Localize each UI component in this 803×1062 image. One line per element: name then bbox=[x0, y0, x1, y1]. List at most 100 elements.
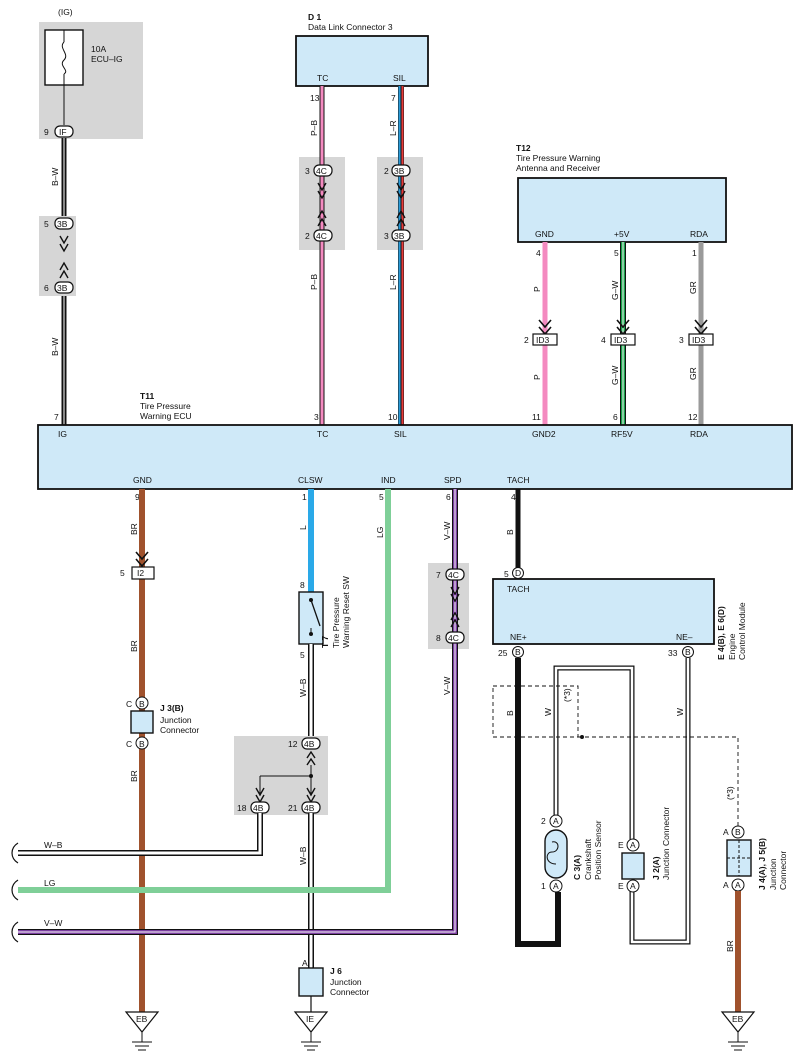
svg-text:25: 25 bbox=[498, 648, 508, 658]
svg-text:C: C bbox=[126, 699, 132, 709]
svg-text:5: 5 bbox=[379, 492, 384, 502]
svg-text:NE–: NE– bbox=[676, 632, 693, 642]
svg-text:Junction: Junction bbox=[160, 715, 192, 725]
svg-text:Control Module: Control Module bbox=[737, 602, 747, 660]
svg-text:6: 6 bbox=[613, 412, 618, 422]
svg-text:E 4(B), E 6(D): E 4(B), E 6(D) bbox=[716, 606, 726, 660]
svg-text:4C: 4C bbox=[316, 166, 327, 176]
svg-text:8: 8 bbox=[300, 580, 305, 590]
svg-text:B: B bbox=[505, 529, 515, 535]
svg-text:E: E bbox=[618, 881, 624, 891]
svg-text:IND: IND bbox=[381, 475, 396, 485]
svg-text:21: 21 bbox=[288, 803, 298, 813]
svg-text:Position Sensor: Position Sensor bbox=[593, 820, 603, 880]
gnd-wire: BR BR BR I2 5 bbox=[120, 489, 155, 1012]
svg-text:C 3(A): C 3(A) bbox=[572, 855, 582, 880]
svg-text:3: 3 bbox=[314, 412, 319, 422]
svg-text:9: 9 bbox=[135, 492, 140, 502]
svg-text:BR: BR bbox=[129, 770, 139, 782]
svg-text:12: 12 bbox=[288, 739, 298, 749]
svg-text:6: 6 bbox=[44, 283, 49, 293]
svg-text:ECU–IG: ECU–IG bbox=[91, 54, 123, 64]
svg-text:12: 12 bbox=[688, 412, 698, 422]
svg-text:GR: GR bbox=[688, 367, 698, 380]
svg-text:A: A bbox=[723, 880, 729, 890]
svg-text:RDA: RDA bbox=[690, 429, 708, 439]
svg-text:Antenna and Receiver: Antenna and Receiver bbox=[516, 163, 600, 173]
svg-text:4: 4 bbox=[536, 248, 541, 258]
svg-text:4C: 4C bbox=[448, 570, 459, 580]
tc-wire: P–B P–B 4C 3 4C 2 bbox=[299, 86, 345, 425]
svg-text:B: B bbox=[139, 699, 145, 709]
svg-text:6: 6 bbox=[446, 492, 451, 502]
ground-eb-left: EB bbox=[124, 1011, 160, 1051]
svg-text:11: 11 bbox=[532, 412, 541, 422]
svg-text:4B: 4B bbox=[304, 739, 315, 749]
svg-text:C: C bbox=[126, 739, 132, 749]
svg-text:B: B bbox=[685, 647, 691, 657]
svg-text:D 1: D 1 bbox=[308, 12, 322, 22]
ne-minus-wire: W W bbox=[543, 658, 691, 945]
svg-text:W: W bbox=[675, 708, 685, 716]
c3-crankshaft-sensor: A 2 A 1 C 3(A) Crankshaft Position Senso… bbox=[541, 814, 603, 893]
svg-text:4C: 4C bbox=[316, 231, 327, 241]
svg-text:ID3: ID3 bbox=[692, 335, 706, 345]
svg-text:NE+: NE+ bbox=[510, 632, 527, 642]
svg-text:TACH: TACH bbox=[507, 475, 530, 485]
id3-connectors: ID3 2 ID3 4 ID3 3 bbox=[524, 319, 714, 346]
svg-text:10: 10 bbox=[388, 412, 398, 422]
svg-text:A: A bbox=[630, 881, 636, 891]
svg-text:Tire Pressure: Tire Pressure bbox=[331, 597, 341, 648]
ind-wire: LG LG bbox=[18, 489, 391, 893]
svg-text:IG: IG bbox=[58, 429, 67, 439]
svg-text:Warning ECU: Warning ECU bbox=[140, 411, 192, 421]
svg-text:Connector: Connector bbox=[778, 851, 788, 890]
svg-text:5: 5 bbox=[44, 219, 49, 229]
svg-text:A: A bbox=[723, 827, 729, 837]
svg-text:CLSW: CLSW bbox=[298, 475, 323, 485]
svg-text:Warning Reset SW: Warning Reset SW bbox=[341, 576, 351, 648]
svg-text:2: 2 bbox=[541, 816, 546, 826]
svg-text:B–W: B–W bbox=[50, 168, 60, 186]
svg-text:E: E bbox=[618, 840, 624, 850]
svg-text:3: 3 bbox=[384, 231, 389, 241]
svg-text:A: A bbox=[553, 881, 559, 891]
svg-text:EB: EB bbox=[732, 1014, 744, 1024]
svg-text:RDA: RDA bbox=[690, 229, 708, 239]
clsw-wire: L 8 5 T 7 Tire Pressure Warning Reset SW… bbox=[298, 489, 351, 738]
svg-text:2: 2 bbox=[305, 231, 310, 241]
svg-text:W–B: W–B bbox=[298, 846, 308, 865]
svg-text:5: 5 bbox=[504, 569, 509, 579]
svg-text:P–B: P–B bbox=[309, 120, 319, 136]
svg-text:33: 33 bbox=[668, 648, 678, 658]
svg-text:8: 8 bbox=[436, 633, 441, 643]
ground-eb-right: EB bbox=[720, 1011, 756, 1051]
svg-text:3B: 3B bbox=[57, 283, 68, 293]
svg-text:Junction: Junction bbox=[330, 977, 362, 987]
j6-junction-connector: A J 6 Junction Connector IE bbox=[293, 958, 369, 1051]
svg-text:LG: LG bbox=[375, 527, 385, 538]
svg-text:W: W bbox=[543, 708, 553, 716]
svg-text:3: 3 bbox=[305, 166, 310, 176]
svg-text:P–B: P–B bbox=[309, 274, 319, 290]
svg-text:18: 18 bbox=[237, 803, 247, 813]
ecm-box: TACH NE+ NE– E 4(B), E 6(D) Engine Contr… bbox=[492, 578, 747, 660]
svg-text:4B: 4B bbox=[253, 803, 264, 813]
svg-text:T11: T11 bbox=[140, 391, 154, 401]
ig-fuse-group: (IG) 10A ECU–IG bbox=[39, 7, 143, 139]
svg-text:G–W: G–W bbox=[610, 366, 620, 385]
j2-junction-connector: A E A E J 2(A) Junction Connector bbox=[618, 807, 671, 893]
svg-text:Connector: Connector bbox=[330, 987, 369, 997]
j4-j5-junction-connector: (*3) B A A A J 4(A), J 5(B) Junction Con… bbox=[723, 786, 788, 1012]
svg-text:4B: 4B bbox=[304, 803, 315, 813]
svg-text:IF: IF bbox=[59, 127, 67, 137]
svg-text:Connector: Connector bbox=[160, 725, 199, 735]
svg-text:T12: T12 bbox=[516, 143, 531, 153]
svg-text:9: 9 bbox=[44, 127, 49, 137]
ig-wire: B–W B–W bbox=[39, 138, 76, 425]
svg-text:L–R: L–R bbox=[388, 120, 398, 136]
t11-ecu: T11 Tire Pressure Warning ECU 7 3 10 11 … bbox=[37, 391, 793, 502]
svg-text:SIL: SIL bbox=[394, 429, 407, 439]
svg-text:1: 1 bbox=[541, 881, 546, 891]
svg-text:3B: 3B bbox=[394, 166, 405, 176]
